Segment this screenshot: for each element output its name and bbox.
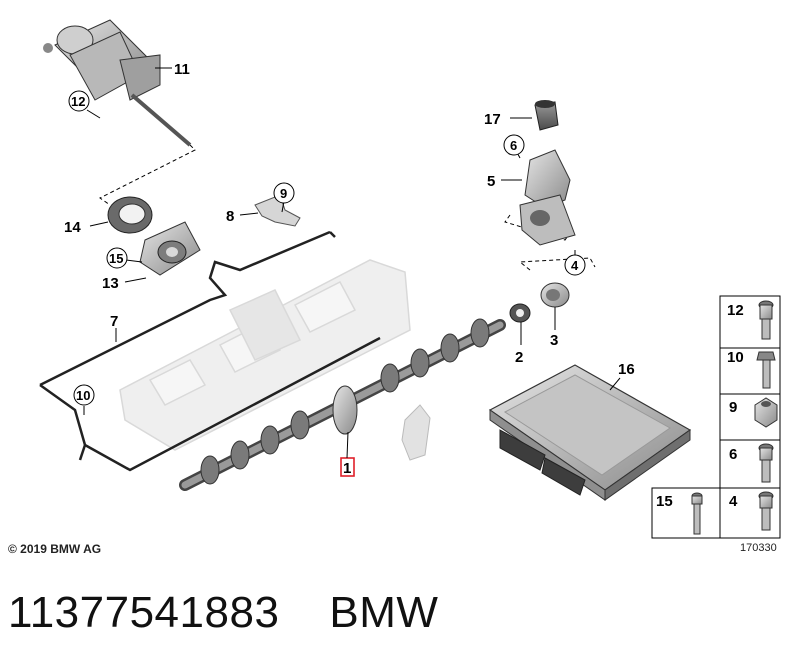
bolt-12-icon — [758, 300, 774, 340]
part-number: 11377541883 — [8, 588, 280, 637]
brand-name: BMW — [329, 588, 439, 637]
shaft-seal — [509, 303, 531, 323]
sensor-wheel — [540, 282, 570, 308]
callout-8: 8 — [226, 208, 234, 225]
callout-11: 11 — [174, 61, 190, 78]
fastener-label-6: 6 — [729, 446, 737, 463]
callout-leaders — [83, 67, 621, 459]
callout-12: 12 — [71, 94, 85, 109]
fastener-label-15: 15 — [656, 493, 673, 510]
callout-7: 7 — [110, 313, 118, 330]
callout-5: 5 — [487, 173, 495, 190]
bolt-6-icon — [758, 443, 774, 483]
bolt-4-icon — [758, 491, 774, 531]
fastener-label-9: 9 — [729, 399, 737, 416]
fastener-labels: 12 10 9 6 15 4 — [656, 302, 744, 510]
fastener-label-10: 10 — [727, 349, 744, 366]
footer-caption: 11377541883 BMW — [8, 588, 438, 638]
diagram-number: 170330 — [740, 542, 777, 554]
cylinder-head-ghost — [119, 259, 411, 451]
callout-9: 9 — [280, 186, 287, 201]
callout-17: 17 — [484, 111, 501, 128]
sensor-cap — [534, 100, 559, 131]
callout-3: 3 — [550, 332, 558, 349]
callout-10: 10 — [76, 388, 90, 403]
copyright-text: © 2019 BMW AG — [8, 542, 102, 556]
callout-16: 16 — [618, 361, 635, 378]
callout-13: 13 — [102, 275, 119, 292]
wiring-harness — [39, 230, 381, 472]
nut-9-icon — [754, 397, 778, 428]
actuator-motor — [43, 19, 192, 147]
callout-1: 1 — [343, 460, 351, 477]
fastener-label-12: 12 — [727, 302, 744, 319]
eccentric-shaft-sensor — [519, 149, 576, 246]
fastener-label-4: 4 — [729, 493, 738, 510]
circle-callouts — [68, 90, 586, 406]
seal-ring — [107, 196, 153, 234]
control-unit — [488, 364, 692, 501]
bolt-15-icon — [691, 492, 703, 535]
callout-6: 6 — [510, 138, 517, 153]
callout-15: 15 — [109, 251, 123, 266]
callout-4: 4 — [571, 258, 579, 273]
callout-2: 2 — [515, 349, 523, 366]
flange-adapter — [139, 221, 201, 276]
sensor-bracket — [401, 404, 431, 461]
fastener-table — [651, 295, 781, 539]
callout-14: 14 — [64, 219, 81, 236]
bolt-10-icon — [756, 351, 776, 389]
camshaft — [179, 318, 506, 491]
